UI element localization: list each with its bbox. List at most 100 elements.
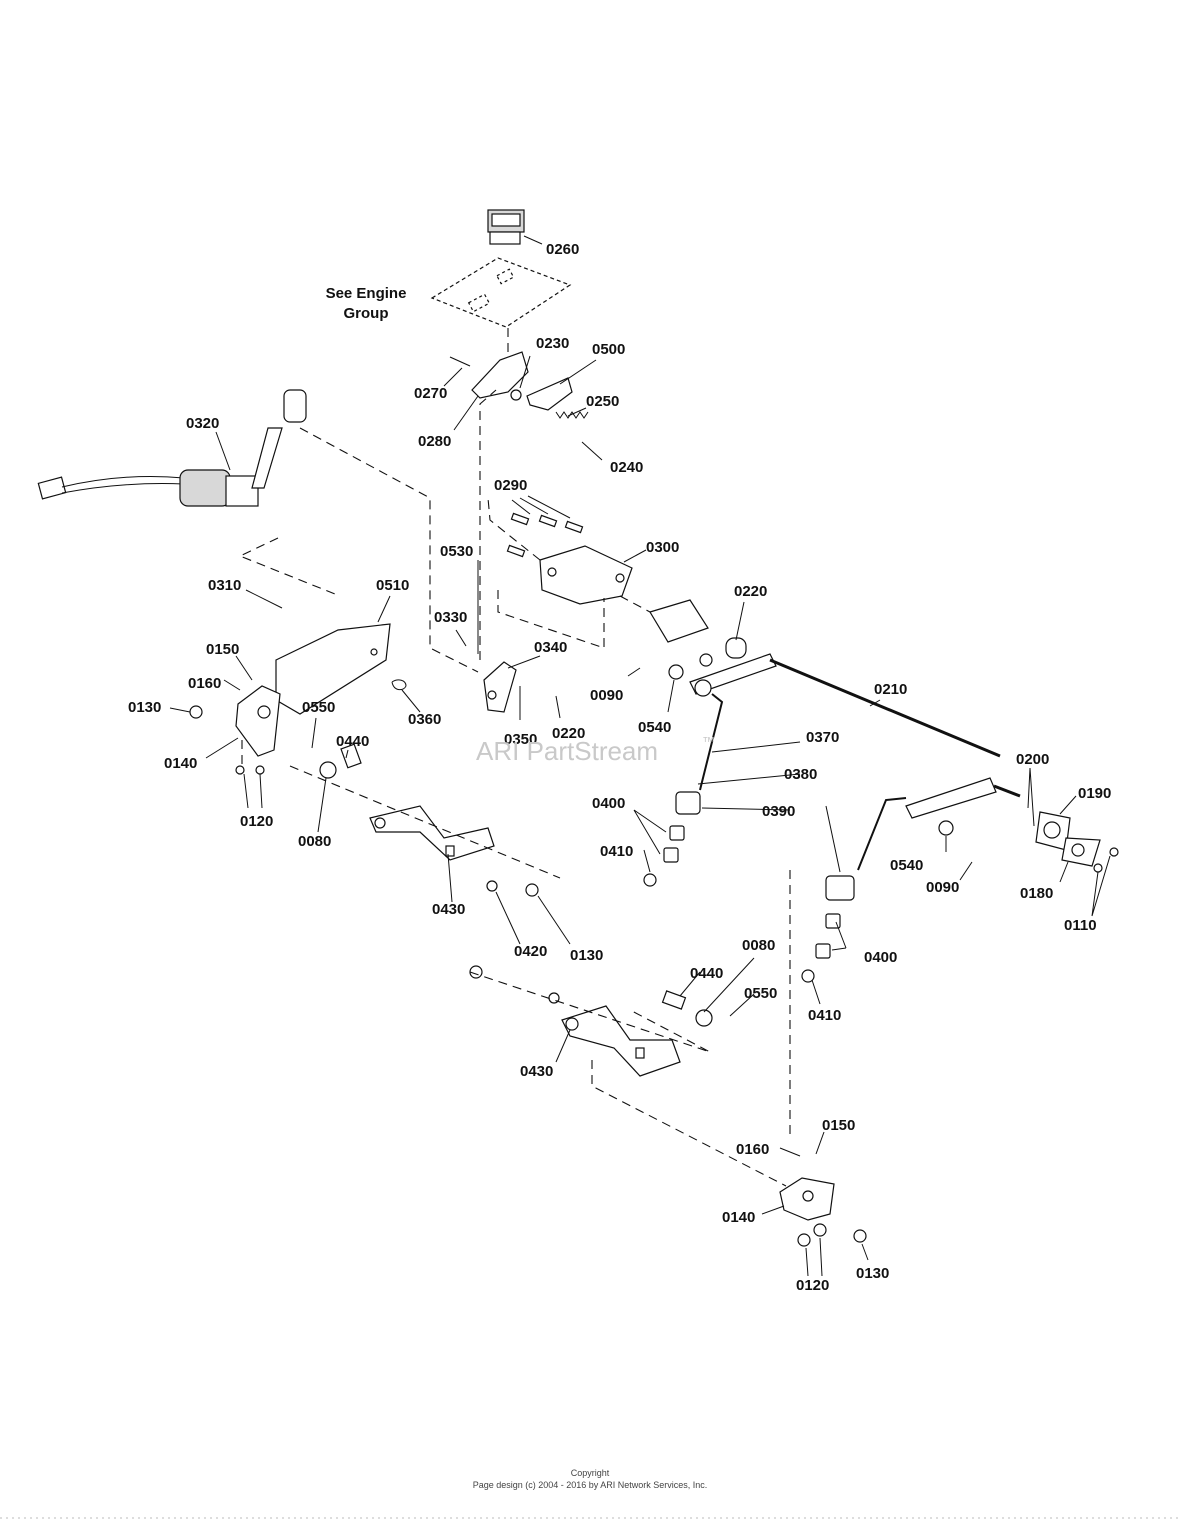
callout-0320[interactable]: 0320 — [186, 415, 219, 432]
callout-0080-a[interactable]: 0080 — [298, 833, 331, 850]
callout-0430-a[interactable]: 0430 — [432, 901, 465, 918]
callout-0210[interactable]: 0210 — [874, 681, 907, 698]
callout-0240[interactable]: 0240 — [610, 459, 643, 476]
callout-0400-b[interactable]: 0400 — [864, 949, 897, 966]
callout-0220-a[interactable]: 0220 — [734, 583, 767, 600]
callout-0330[interactable]: 0330 — [434, 609, 467, 626]
callout-0370[interactable]: 0370 — [806, 729, 839, 746]
watermark-text: ARI PartStream — [476, 736, 658, 766]
callout-0130-b[interactable]: 0130 — [570, 947, 603, 964]
footer-page-design: Page design (c) 2004 - 2016 by ARI Netwo… — [473, 1480, 708, 1490]
nut-0120c-part[interactable] — [797, 1233, 811, 1247]
callout-0080-b[interactable]: 0080 — [742, 937, 775, 954]
ferrule-0390b-part[interactable] — [801, 875, 855, 983]
callout-0340[interactable]: 0340 — [534, 639, 567, 656]
callout-0280[interactable]: 0280 — [418, 433, 451, 450]
shaft-assembly-0210-part[interactable] — [689, 637, 1021, 819]
washer-0080-part[interactable] — [319, 761, 337, 779]
callout-0140-b[interactable]: 0140 — [722, 1209, 755, 1226]
bolts-0290-part[interactable] — [506, 512, 584, 558]
pin-0440b-part[interactable] — [661, 990, 687, 1010]
washer-0540b-part[interactable] — [668, 664, 684, 680]
spring-0250-part[interactable] — [555, 411, 589, 419]
callout-0540-a[interactable]: 0540 — [638, 719, 671, 736]
watermark-trademark: ™ — [702, 734, 715, 749]
callout-0420[interactable]: 0420 — [514, 943, 547, 960]
bolt-0420b-part[interactable] — [469, 965, 483, 979]
bracket-0140-right-part[interactable] — [779, 1177, 835, 1221]
callout-0120-b[interactable]: 0120 — [796, 1277, 829, 1294]
callout-0130-a[interactable]: 0130 — [128, 699, 161, 716]
callout-0090-a[interactable]: 0090 — [590, 687, 623, 704]
footer-copyright: Copyright — [571, 1468, 610, 1478]
callout-0290[interactable]: 0290 — [494, 477, 527, 494]
rod-0370b-part[interactable] — [857, 797, 907, 871]
callout-0160-b[interactable]: 0160 — [736, 1141, 769, 1158]
see-engine-group-line1: See Engine — [326, 285, 407, 302]
callout-0160-a[interactable]: 0160 — [188, 675, 221, 692]
callout-0410-b[interactable]: 0410 — [808, 1007, 841, 1024]
link-0430-lower-part[interactable] — [561, 1005, 681, 1077]
callout-0220-b[interactable]: 0220 — [552, 725, 585, 742]
callout-0090-b[interactable]: 0090 — [926, 879, 959, 896]
nut-0120d-part[interactable] — [813, 1223, 827, 1237]
callout-0150-a[interactable]: 0150 — [206, 641, 239, 658]
callout-0390[interactable]: 0390 — [762, 803, 795, 820]
nut-0110b-part[interactable] — [1093, 863, 1103, 873]
callout-0510[interactable]: 0510 — [376, 577, 409, 594]
callout-0310[interactable]: 0310 — [208, 577, 241, 594]
washer-0080b-part[interactable] — [695, 1009, 713, 1027]
pin-0440-part[interactable] — [340, 743, 362, 769]
nut-0120b-part[interactable] — [255, 765, 265, 775]
callout-0440-a[interactable]: 0440 — [336, 733, 369, 750]
callout-0270[interactable]: 0270 — [414, 385, 447, 402]
mounting-plate-part — [430, 257, 572, 328]
bracket-0140-left-part[interactable] — [235, 685, 281, 757]
pin-0270-part[interactable] — [449, 356, 471, 367]
callout-0360[interactable]: 0360 — [408, 711, 441, 728]
actuator-motor-part[interactable] — [37, 389, 307, 507]
callout-0550-b[interactable]: 0550 — [744, 985, 777, 1002]
callout-0190[interactable]: 0190 — [1078, 785, 1111, 802]
washer-0540-part[interactable] — [938, 820, 954, 836]
callout-0410-a[interactable]: 0410 — [600, 843, 633, 860]
nut-0110a-part[interactable] — [1109, 847, 1119, 857]
callout-0180[interactable]: 0180 — [1020, 885, 1053, 902]
callout-0140-a[interactable]: 0140 — [164, 755, 197, 772]
callout-0380[interactable]: 0380 — [784, 766, 817, 783]
callout-0150-b[interactable]: 0150 — [822, 1117, 855, 1134]
callout-0230[interactable]: 0230 — [536, 335, 569, 352]
callout-0430-b[interactable]: 0430 — [520, 1063, 553, 1080]
rocker-switch-part[interactable] — [487, 209, 525, 245]
callout-0110[interactable]: 0110 — [1064, 917, 1097, 934]
callout-0440-b[interactable]: 0440 — [690, 965, 723, 982]
nut-0120a-part[interactable] — [235, 765, 245, 775]
nut-0130b-part[interactable] — [525, 883, 539, 897]
nut-0220-part[interactable] — [699, 653, 713, 667]
lever-0340-part[interactable] — [483, 661, 517, 713]
rod-0370-part[interactable] — [699, 693, 724, 791]
callout-0120-a[interactable]: 0120 — [240, 813, 273, 830]
nut-0130-part[interactable] — [189, 705, 203, 719]
shaft-plate-part[interactable] — [649, 599, 709, 643]
bracket-0300-part[interactable] — [539, 545, 633, 605]
callout-0400-a[interactable]: 0400 — [592, 795, 625, 812]
callout-0350[interactable]: 0350 — [504, 731, 537, 748]
bolt-0420-part[interactable] — [486, 880, 498, 892]
callout-0540-b[interactable]: 0540 — [890, 857, 923, 874]
callout-0200[interactable]: 0200 — [1016, 751, 1049, 768]
link-0430-upper-part[interactable] — [369, 805, 495, 861]
nut-0130d-part[interactable] — [853, 1229, 867, 1243]
bracket-0280-part[interactable] — [471, 351, 573, 411]
callout-0530[interactable]: 0530 — [440, 543, 473, 560]
callout-0260[interactable]: 0260 — [546, 241, 579, 258]
callout-0550-a[interactable]: 0550 — [302, 699, 335, 716]
ferrule-0390-part[interactable] — [643, 791, 701, 887]
callout-0500[interactable]: 0500 — [592, 341, 625, 358]
callout-0130-c[interactable]: 0130 — [856, 1265, 889, 1282]
callout-0250[interactable]: 0250 — [586, 393, 619, 410]
callout-0300[interactable]: 0300 — [646, 539, 679, 556]
flange-bearing-part[interactable] — [1035, 811, 1101, 867]
clip-0360-part[interactable] — [391, 679, 407, 691]
